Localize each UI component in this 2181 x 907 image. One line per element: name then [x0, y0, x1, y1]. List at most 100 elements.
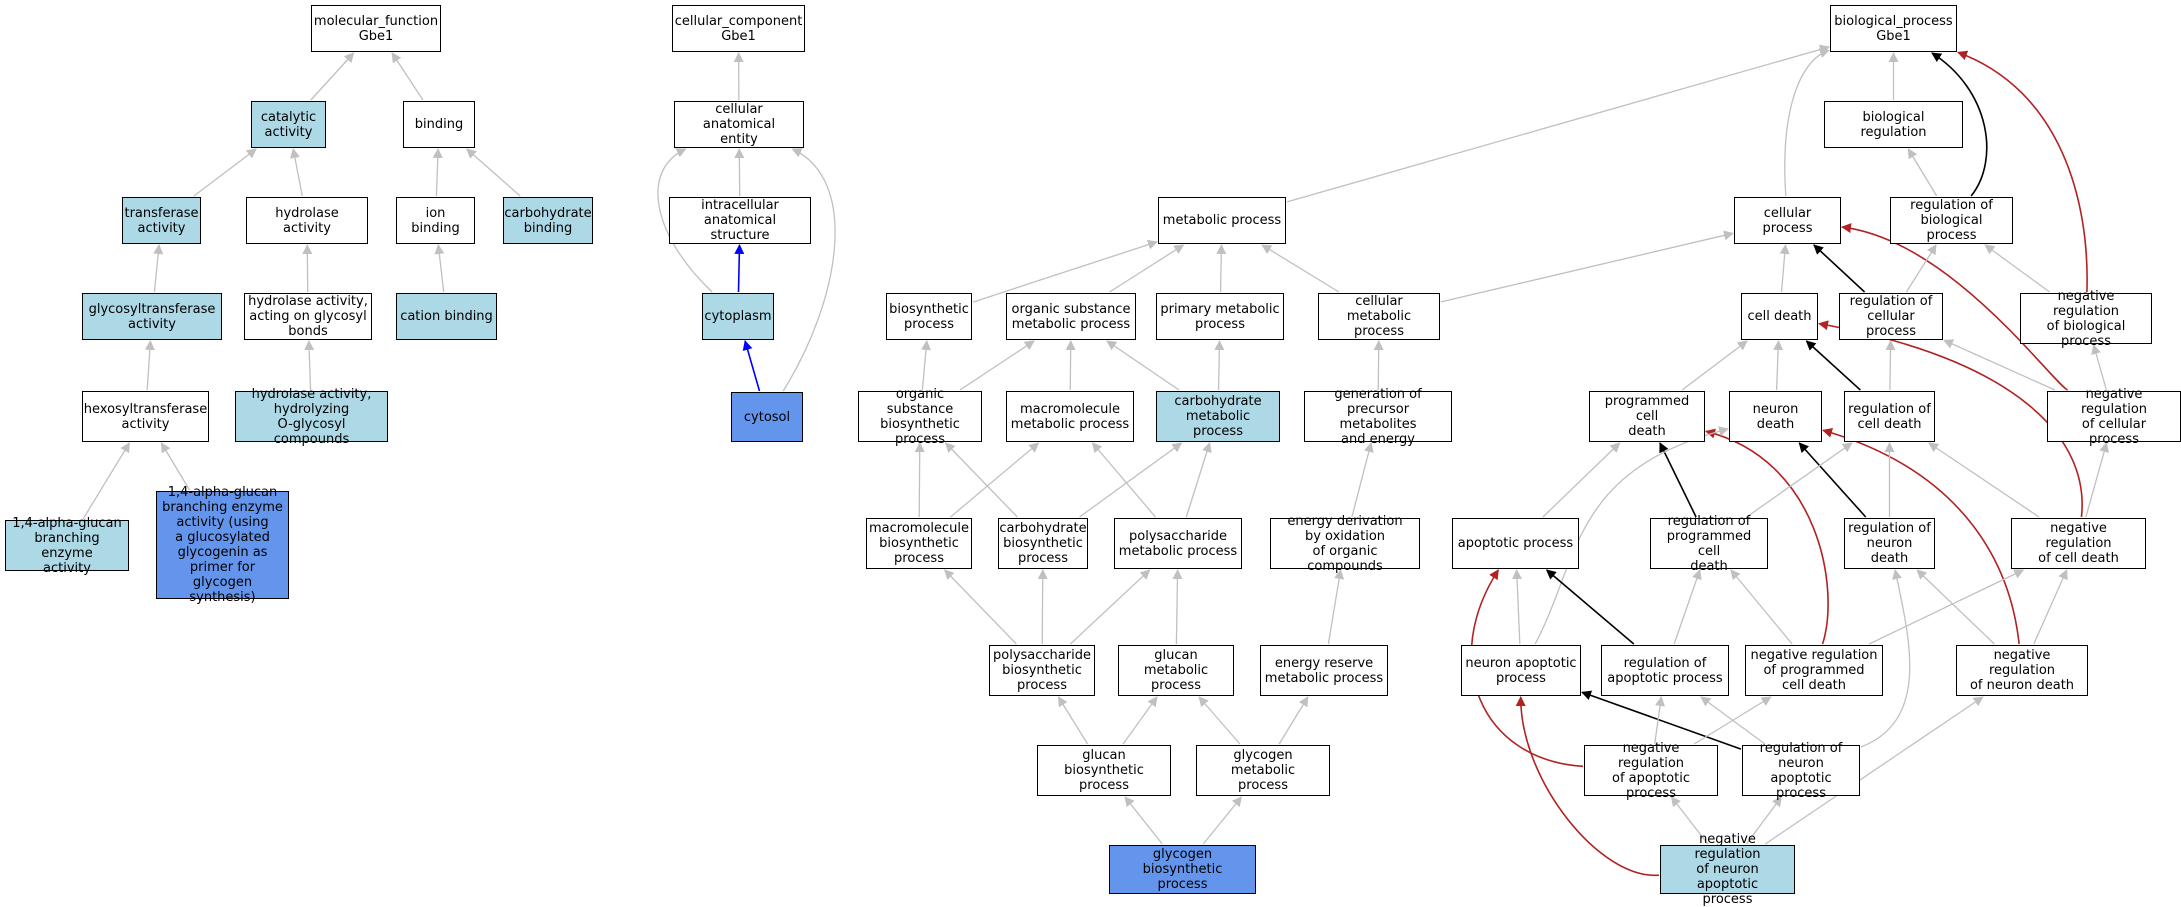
edge-transferase-to-catalytic [194, 149, 256, 196]
edge-regcd-to-celldeath [1806, 341, 1860, 390]
go-term-mbp: macromolecule biosynthetic process [866, 518, 972, 569]
edge-mbp-to-mmp [951, 443, 1039, 517]
edge-hydrolase_o-to-hydrolase_glyc [309, 341, 311, 390]
edge-negregbp-to-regbp [1985, 245, 2050, 292]
edge-ermp-to-edo [1328, 570, 1340, 644]
go-term-cae: cellular anatomical entity [674, 101, 804, 148]
go-term-transferase: transferase activity [122, 197, 201, 244]
edge-cytoplasm-to-ias [739, 245, 740, 292]
go-term-gpme: generation of precursor metabolites and … [1304, 391, 1452, 442]
go-term-negregnap: negative regulation of neuron apoptotic … [1660, 845, 1795, 894]
edge-negregcd-to-negregcp [2086, 443, 2107, 517]
go-term-cc: cellular_component Gbe1 [672, 5, 805, 52]
edge-pcd-to-celldeath [1682, 341, 1747, 390]
edge-cmp-to-metabolic [1262, 245, 1339, 292]
go-term-edo: energy derivation by oxidation of organi… [1270, 518, 1420, 569]
go-term-metabolic: metabolic process [1158, 197, 1286, 244]
go-term-regcd: regulation of cell death [1844, 391, 1935, 442]
edge-glycogenbp-to-glycogenmp [1203, 797, 1241, 844]
go-term-hydrolase: hydrolase activity [246, 197, 368, 244]
edge-hydrolase-to-catalytic [293, 149, 302, 196]
edge-negregnd-to-regnd [1917, 570, 1994, 644]
go-term-glycogenbp: glycogen biosynthetic process [1109, 845, 1256, 894]
edge-edo-to-gpme [1352, 443, 1371, 517]
go-term-catalytic: catalytic activity [251, 101, 326, 148]
edge-regap-to-regpcd [1674, 570, 1700, 644]
edge-glucanbranch-to-hexosyl [83, 443, 129, 519]
edge-regap-to-apoptotic [1547, 570, 1634, 644]
edge-polymp-to-mmp [1093, 443, 1156, 517]
edge-pmp-to-metabolic [1221, 245, 1222, 292]
go-term-bp: biological_process Gbe1 [1830, 5, 1957, 52]
edge-carbmp-to-osmp [1107, 341, 1179, 390]
go-term-regap: regulation of apoptotic process [1601, 645, 1729, 696]
edge-regcd-to-regcp [1890, 341, 1891, 390]
edge-regnd-to-neurondeath [1799, 443, 1865, 517]
go-term-regbp: regulation of biological process [1890, 197, 2013, 244]
edge-osmp-to-metabolic [1110, 245, 1184, 292]
edge-glycogenmp-to-glucanmp [1199, 697, 1240, 744]
edge-regpcd-to-pcd [1660, 443, 1696, 517]
go-term-osbp: organic substance biosynthetic process [858, 391, 982, 442]
go-term-negregbp: negative regulation of biological proces… [2020, 293, 2152, 344]
edge-carbbp-to-carbmp [1080, 443, 1182, 517]
edge-ionbinding-to-binding [436, 149, 438, 196]
go-term-negregpcd: negative regulation of programmed cell d… [1745, 645, 1883, 696]
edge-cellproc-to-bp [1785, 50, 1829, 196]
go-term-hydrolase_o: hydrolase activity, hydrolyzing O-glycos… [235, 391, 388, 442]
edge-negregnd-to-negregcd [2034, 570, 2067, 644]
edge-cationbinding-to-ionbinding [438, 245, 443, 292]
go-term-regcp: regulation of cellular process [1839, 293, 1943, 340]
go-term-glucanbranch: 1,4-alpha-glucan branching enzyme activi… [5, 520, 129, 571]
edge-osbp-to-osmp [960, 341, 1034, 390]
go-term-osmp: organic substance metabolic process [1006, 293, 1136, 340]
go-term-binding: binding [403, 101, 475, 148]
edge-glucanbranch2-to-hexosyl [161, 443, 189, 490]
edge-mbp-to-osbp [919, 443, 920, 517]
go-term-celldeath: cell death [1741, 293, 1818, 340]
go-term-biosynthetic: biosynthetic process [886, 293, 972, 340]
go-term-nap: neuron apoptotic process [1461, 645, 1581, 696]
go-term-mmp: macromolecule metabolic process [1006, 391, 1134, 442]
go-term-negregcp: negative regulation of cellular process [2047, 391, 2181, 442]
go-term-carbbinding: carbohydrate binding [503, 197, 593, 244]
edge-polybp-to-carbbp [1042, 570, 1043, 644]
edge-polybp-to-polymp [1070, 570, 1149, 644]
edge-polybp-to-mbp [945, 570, 1017, 644]
go-term-glycosyltransferase: glycosyltransferase activity [82, 293, 222, 340]
go-term-regnd: regulation of neuron death [1844, 518, 1935, 569]
edge-glucanbp-to-glucanmp [1123, 697, 1157, 744]
go-term-pmp: primary metabolic process [1156, 293, 1284, 340]
edge-regpcd-to-regcd [1747, 443, 1852, 517]
edge-cmp-to-cellproc [1441, 233, 1733, 302]
edge-binding-to-mf [392, 53, 423, 100]
go-term-ias: intracellular anatomical structure [669, 197, 811, 244]
edge-negregcp-to-negregbp [2094, 345, 2107, 390]
go-term-glucanbranch2: 1,4-alpha-glucan branching enzyme activi… [156, 491, 289, 599]
go-term-polybp: polysaccharide biosynthetic process [989, 645, 1095, 696]
edge-regcp-to-regbp [1906, 245, 1936, 292]
go-term-negregnd: negative regulation of neuron death [1956, 645, 2088, 696]
go-term-cellproc: cellular process [1734, 197, 1841, 244]
go-term-negregap: negative regulation of apoptotic process [1584, 745, 1718, 796]
edge-negregpcd-to-negregcd [1869, 570, 2023, 644]
go-term-polymp: polysaccharide metabolic process [1114, 518, 1242, 569]
edge-nap-to-apoptotic [1517, 570, 1520, 644]
edge-metabolic-to-bp [1287, 47, 1829, 202]
edge-negregap-to-negregpcd [1694, 697, 1771, 744]
go-term-hexosyl: hexosyltransferase activity [82, 391, 209, 442]
go-term-cmp: cellular metabolic process [1318, 293, 1440, 340]
edge-cytosol-to-cae [783, 149, 835, 391]
edge-glucanbp-to-polybp [1058, 697, 1087, 744]
go-term-ermp: energy reserve metabolic process [1260, 645, 1388, 696]
go-term-bioreg: biological regulation [1824, 101, 1963, 148]
edge-cytosol-to-cytoplasm [745, 341, 759, 391]
edge-neurondeath-to-celldeath [1777, 341, 1779, 390]
edge-carbbp-to-osbp [946, 443, 1018, 517]
edge-glycosyltransferase-to-transferase [154, 245, 159, 292]
go-term-cationbinding: cation binding [396, 293, 497, 340]
edge-celldeath-to-cellproc [1782, 245, 1786, 292]
edge-catalytic-to-mf [311, 53, 354, 100]
edge-glucanmp-to-polymp [1176, 570, 1177, 644]
go-term-carbmp: carbohydrate metabolic process [1156, 391, 1280, 442]
